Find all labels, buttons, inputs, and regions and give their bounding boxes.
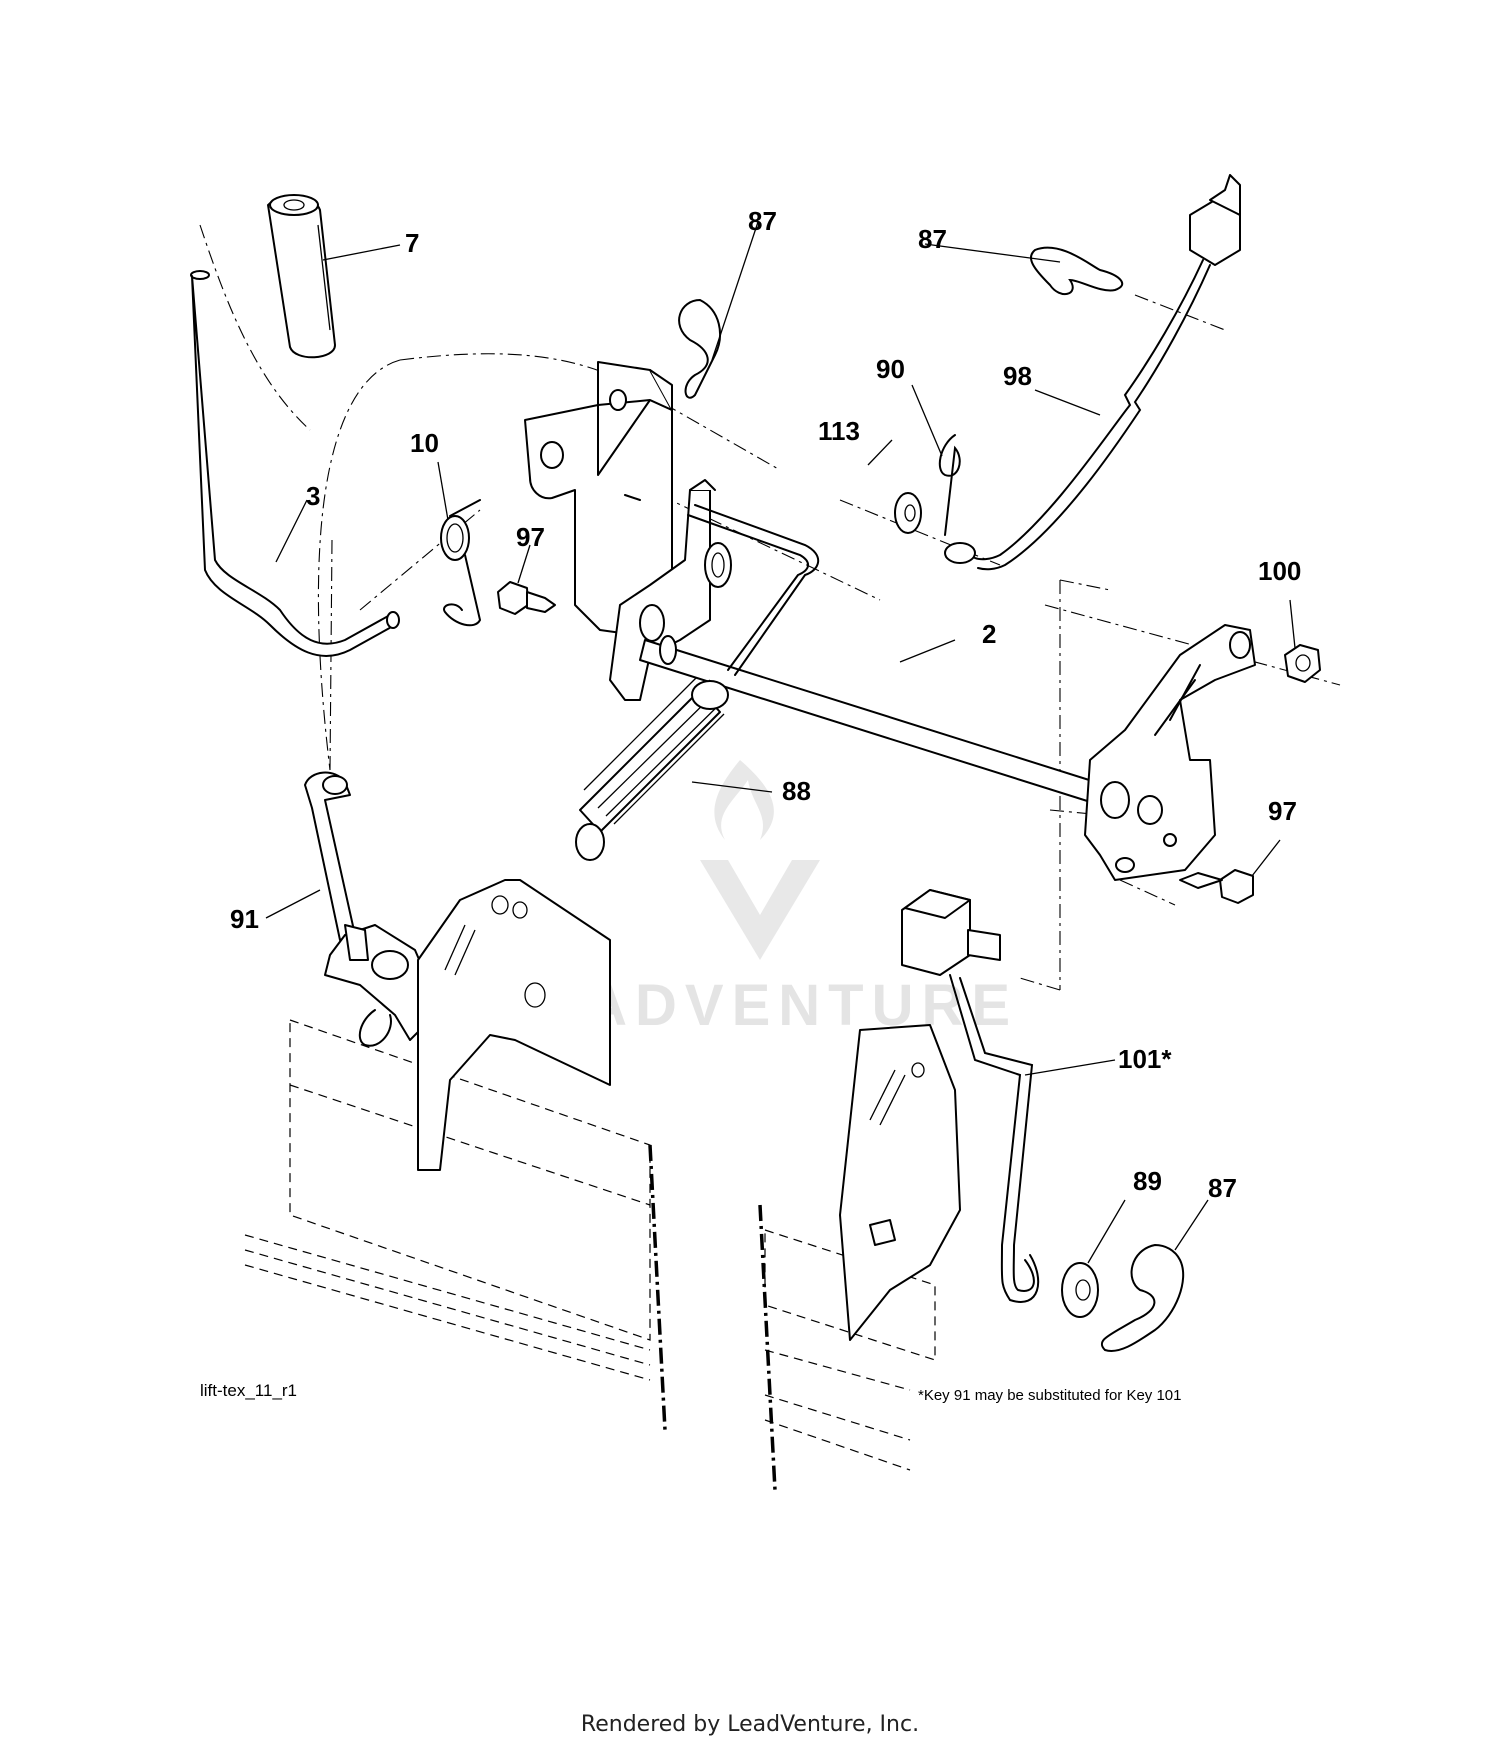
callout-7: 7 [405,228,419,258]
part-87-hairpin-top-center [678,298,721,399]
callout-87-bottom: 87 [1208,1173,1237,1203]
leader-lines [265,221,1296,1264]
footer-credit: Rendered by LeadVenture, Inc. [580,1712,920,1737]
pivot-plate [609,479,732,701]
callout-labels: 7 87 87 90 98 113 10 3 97 100 2 88 97 91… [230,206,1301,1203]
left-hanger-bracket [417,879,611,1171]
part-113-washer [894,492,922,534]
callout-97-left: 97 [516,522,545,552]
part-97-bolt-right [1179,869,1254,904]
right-pivot-arm [1084,624,1256,881]
part-100-nut [1284,644,1321,683]
part-88-extension-spring [575,677,729,861]
callout-113: 113 [818,416,860,446]
callout-3: 3 [306,481,320,511]
drawing-id: lift-tex_11_r1 [200,1381,297,1400]
callout-100: 100 [1258,556,1301,586]
right-hanger-bracket [839,1024,961,1341]
part-3-lift-handle [190,270,400,657]
callout-90: 90 [876,354,905,384]
part-97-bolt-left [497,581,556,615]
callout-10: 10 [410,428,439,458]
frame-outline-left [244,1019,667,1431]
callout-87-top-center: 87 [748,206,777,236]
lift-bracket [524,361,673,641]
substitution-note: *Key 91 may be substituted for Key 101 [918,1387,1182,1404]
callout-101: 101* [1118,1044,1172,1074]
part-101-lift-arm [901,889,1040,1303]
part-87-hairpin-top-right [1030,246,1124,295]
frame-outline-right [758,1204,936,1491]
part-10-torsion-spring [440,499,482,627]
callout-88: 88 [782,776,811,806]
callout-98: 98 [1003,361,1032,391]
callout-87-top-right: 87 [918,224,947,254]
callout-97-right: 97 [1268,796,1297,826]
callout-89: 89 [1133,1166,1162,1196]
part-89-washer [1061,1262,1099,1318]
part-7-grip [267,194,336,359]
callout-91: 91 [230,904,259,934]
link-rod [687,504,820,676]
center-lines [199,224,1341,991]
part-90-hairpin [938,434,961,536]
part-87-hairpin-bottom [1100,1243,1185,1352]
callout-2: 2 [982,619,996,649]
part-98-lift-link [944,174,1241,571]
